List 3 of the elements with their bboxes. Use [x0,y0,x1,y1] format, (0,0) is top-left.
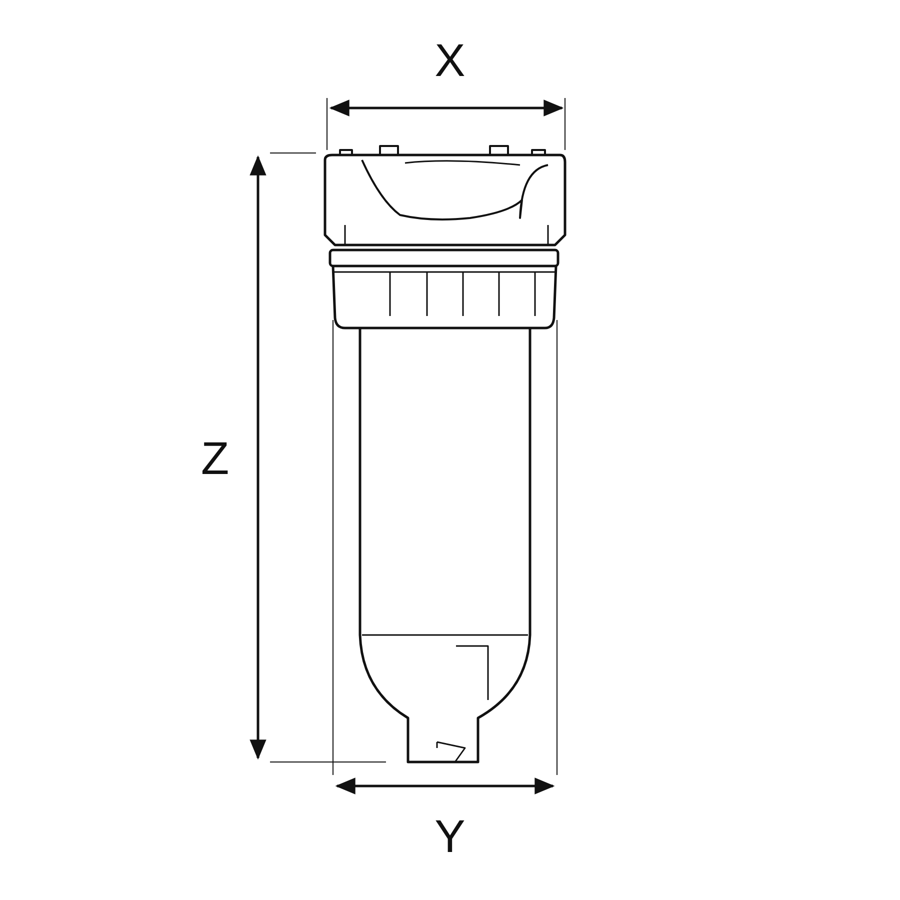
dimension-label: Z [200,435,230,481]
dimension-label: Y [434,813,466,859]
dimension-label: X [434,37,466,83]
